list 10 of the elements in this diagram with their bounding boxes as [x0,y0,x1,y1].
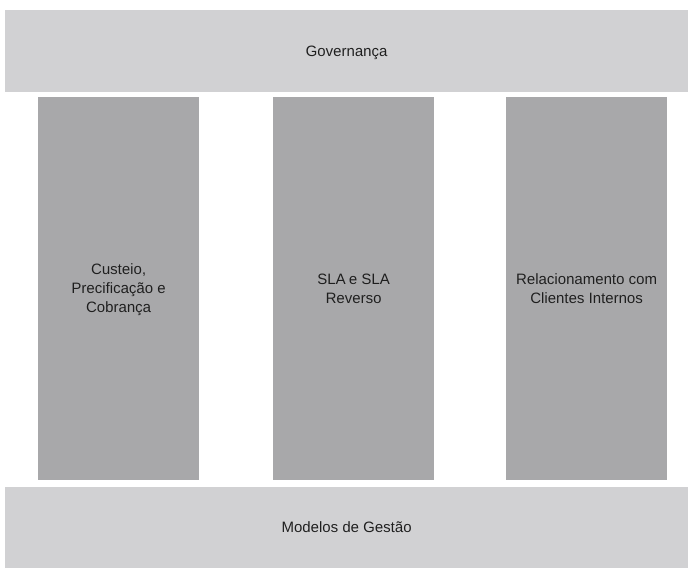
pillar-label: Custeio, Precificação e Cobrança [70,260,167,317]
band-label: Modelos de Gestão [281,518,412,537]
pillar [506,97,667,480]
base-band [5,487,688,568]
header-band [5,10,688,92]
pillar-label: SLA e SLA Reverso [316,270,391,308]
pillar [273,97,434,480]
pillar-label: Relacionamento com Clientes Internos [515,270,658,308]
pillar [38,97,199,480]
band-label: Governança [306,42,388,60]
